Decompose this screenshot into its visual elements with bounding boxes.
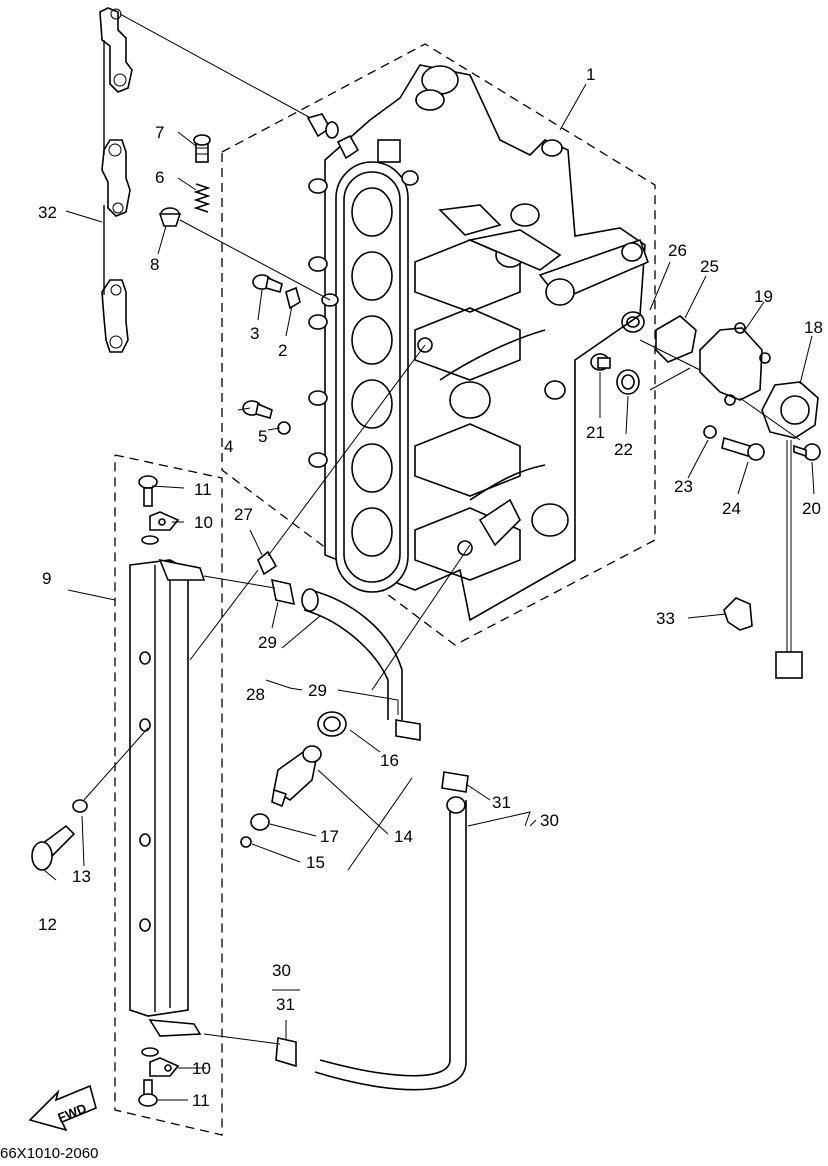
bottom-washer-ring: [141, 1047, 159, 1057]
callout-28: 28: [246, 685, 265, 704]
callout-15: 15: [306, 853, 325, 872]
callout-14: 14: [394, 827, 413, 846]
callout-11-bottom: 11: [192, 1091, 210, 1110]
plug-21-part: [590, 353, 611, 371]
callout-4: 4: [224, 437, 233, 456]
throttle-body-part: [324, 64, 650, 622]
sensor-18-part: [761, 381, 819, 679]
callout-16: 16: [380, 751, 399, 770]
throttle-body-assembly-boundary: [221, 43, 656, 646]
clamp-31-upper-part: [441, 771, 469, 793]
callout-12: 12: [38, 915, 57, 934]
top-washer-ring: [141, 535, 159, 545]
callout-27: 27: [234, 505, 253, 524]
callout-leaders: [43, 83, 815, 1101]
bolt-11-bottom-part: [138, 1079, 158, 1107]
clamp-31-lower-part: [275, 1037, 297, 1068]
clamp-29-upper-part: [270, 578, 296, 606]
spring-6-part: [193, 183, 211, 213]
clip-2-part: [285, 286, 301, 310]
callout-23: 23: [674, 477, 693, 496]
clip-33-part: [723, 597, 753, 631]
callout-10-top: 10: [194, 513, 213, 532]
callout-18: 18: [804, 318, 823, 337]
screw-7-part: [193, 134, 211, 163]
body-fasteners: [306, 113, 360, 468]
callout-29-upper: 29: [258, 633, 277, 652]
callout-31-lower: 31: [276, 995, 295, 1014]
washer-13-part: [72, 799, 88, 813]
callout-1: 1: [586, 65, 595, 84]
callout-22: 22: [614, 440, 633, 459]
callout-24: 24: [722, 499, 741, 518]
callout-33: 33: [656, 609, 675, 628]
callout-6: 6: [155, 168, 164, 187]
callout-29-lower: 29: [308, 681, 327, 700]
callout-10-bottom: 10: [192, 1059, 211, 1078]
leader-line: [203, 1033, 281, 1045]
fuel-rail-assembly-boundary: [114, 454, 223, 1136]
callout-11-top: 11: [194, 480, 212, 499]
washer-10-bottom-part: [149, 1057, 180, 1077]
oring-23-part: [703, 425, 717, 439]
callout-7: 7: [155, 123, 164, 142]
hose-30-part: [314, 796, 467, 1091]
washer-10-top-part: [149, 511, 180, 531]
regulator-14-part: [271, 745, 322, 808]
callout-30-lower: 30: [272, 961, 291, 980]
fwd-direction-arrow: FWD: [28, 1084, 97, 1132]
block-25-part: [655, 315, 697, 363]
leader-line: [267, 344, 426, 557]
seal-17-part: [250, 813, 270, 831]
hose-28-part: [301, 588, 403, 720]
callout-8: 8: [150, 255, 159, 274]
leader-line: [639, 339, 801, 441]
bolt-4-part: [242, 400, 273, 419]
link-rod-part: [99, 7, 133, 353]
bracket-19-part: [699, 322, 771, 406]
callout-30-upper: 30: [540, 811, 559, 830]
diagram-code: 66X1010-2060: [0, 1145, 98, 1161]
callout-26: 26: [668, 241, 687, 260]
callout-20: 20: [802, 499, 821, 518]
seal-22-part: [616, 369, 640, 395]
oring-15-part: [240, 836, 252, 848]
leader-line: [371, 544, 471, 691]
callout-25: 25: [700, 257, 719, 276]
callout-31-upper: 31: [492, 793, 511, 812]
bolt-11-top-part: [138, 475, 158, 507]
clamp-29-lower-part: [395, 719, 421, 741]
leader-line: [119, 13, 319, 123]
spring-26-part: [621, 311, 645, 333]
screw-24-part: [721, 436, 765, 461]
leader-line: [203, 575, 276, 589]
bolt-3-part: [252, 274, 283, 293]
callout-numbers: 1 7 6 32 8 26 25 19 18 3 2 21 22 4 5 23 …: [0, 65, 823, 1162]
cap-8-part: [158, 207, 182, 227]
collar-16-part: [317, 711, 347, 737]
callout-13: 13: [72, 867, 91, 886]
screw-20-part: [793, 443, 821, 461]
pin-27-part: [257, 550, 278, 576]
callout-32: 32: [38, 203, 57, 222]
callout-19: 19: [754, 287, 773, 306]
callout-5: 5: [258, 427, 267, 446]
leader-line: [189, 569, 259, 661]
leader-line: [179, 219, 331, 301]
callout-21: 21: [586, 423, 605, 442]
callout-2: 2: [278, 341, 287, 360]
fuel-rail-part: [129, 558, 206, 1037]
callout-3: 3: [250, 324, 259, 343]
callout-9: 9: [42, 569, 51, 588]
bolt-12-part: [31, 824, 76, 871]
callout-17: 17: [320, 827, 339, 846]
leader-line: [83, 727, 149, 801]
